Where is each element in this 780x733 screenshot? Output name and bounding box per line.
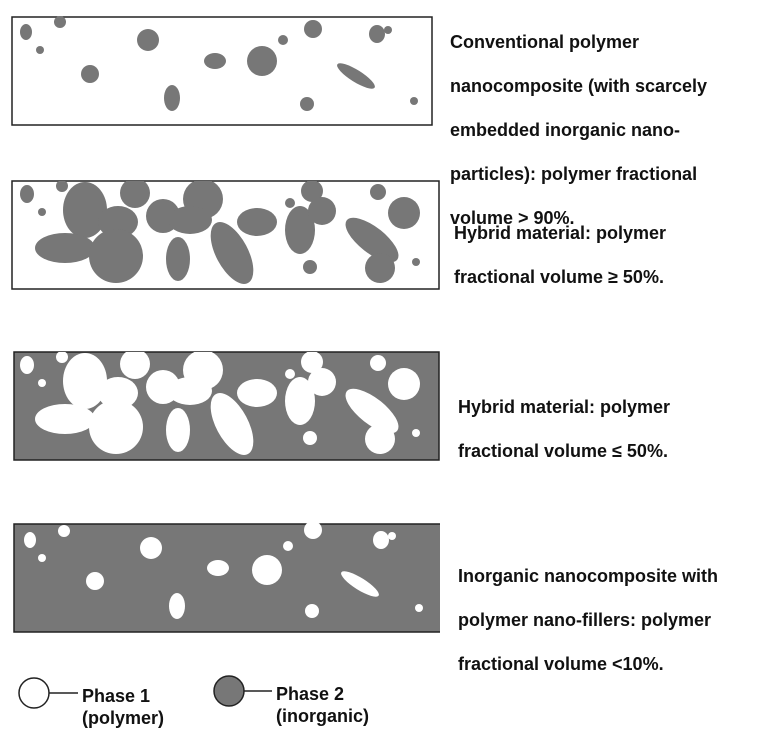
caption-conventional-nanocomposite: Conventional polymer nanocomposite (with… [450,9,780,251]
panel-frame [11,16,433,126]
panel-frame [13,523,440,633]
phase1-swatch [18,677,50,709]
legend-line: Phase 1 [82,686,151,706]
legend-phase2-label: Phase 2 (inorganic) [276,683,369,727]
caption-line: Hybrid material: polymer [454,223,667,243]
caption-line: nanocomposite (with scarcely [450,76,708,96]
caption-inorganic-nanocomposite: Inorganic nanocomposite with polymer nan… [458,543,780,697]
legend-phase1-label: Phase 1 (polymer) [82,685,164,729]
caption-line: fractional volume ≤ 50%. [458,441,668,461]
inorganic-particles [20,181,420,284]
phase2-swatch [213,675,245,707]
legend-line: (inorganic) [276,706,369,726]
legend-symbols [18,675,272,709]
panel-conventional-nanocomposite [11,16,433,126]
caption-line: embedded inorganic nano- [450,120,681,140]
panel-hybrid-polymer-majority [11,180,440,290]
panel-hybrid-inorganic-majority [13,351,440,461]
caption-line: volume > 90%. [450,208,575,228]
legend-line: (polymer) [82,708,165,728]
caption-line: fractional volume ≥ 50%. [454,267,664,287]
caption-line: fractional volume <10%. [458,654,664,674]
caption-line: Inorganic nanocomposite with [458,566,719,586]
legend-line: Phase 2 [276,684,345,704]
caption-line: Conventional polymer [450,32,640,52]
caption-hybrid-polymer-majority: Hybrid material: polymer fractional volu… [454,200,780,310]
inorganic-particles [20,16,418,111]
caption-hybrid-inorganic-majority: Hybrid material: polymer fractional volu… [458,374,780,484]
polymer-particles [20,352,420,455]
caption-line: Hybrid material: polymer [458,397,671,417]
caption-line: particles): polymer fractional [450,164,698,184]
polymer-particles [24,521,423,619]
panel-inorganic-nanocomposite [13,521,440,633]
caption-line: polymer nano-fillers: polymer [458,610,712,630]
